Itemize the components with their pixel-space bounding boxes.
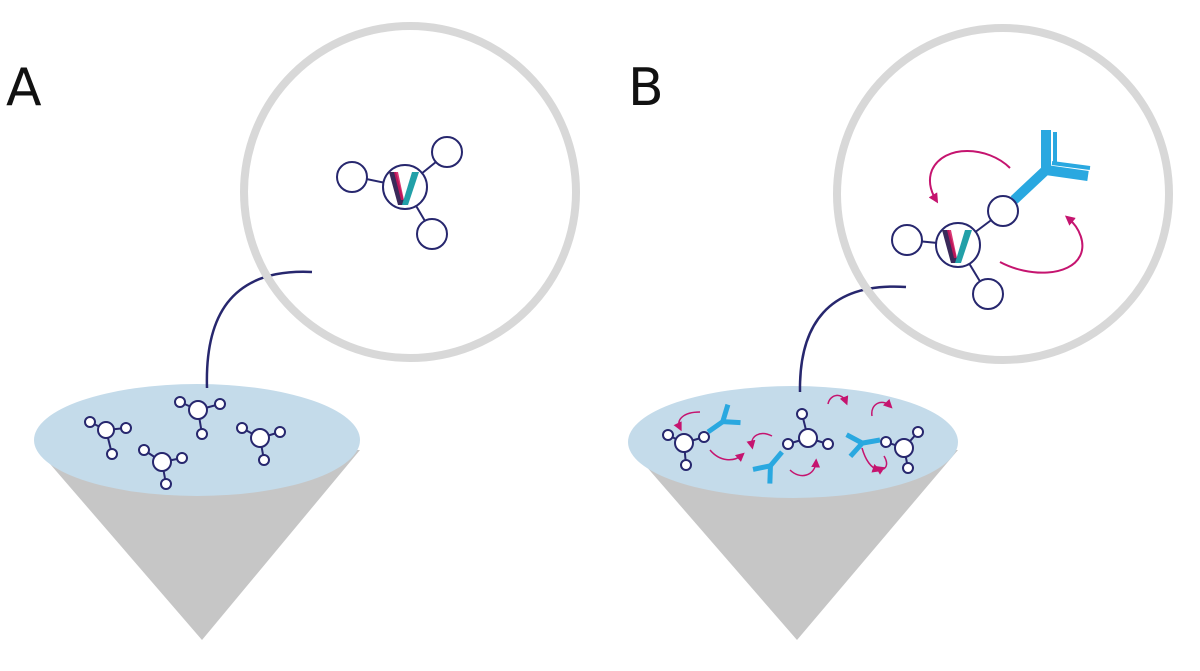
zoom-circle-icon [833, 24, 1173, 364]
logo-v-icon [942, 230, 972, 263]
molecule-icon [84, 416, 132, 460]
curved-arrow-icon [928, 150, 1011, 204]
zoom-circle-icon [240, 22, 580, 362]
curved-arrow-icon [746, 432, 773, 450]
surface-arrows [673, 394, 893, 477]
zoom-connector [798, 285, 907, 393]
zoom-connector [205, 270, 313, 389]
curved-arrow-icon [709, 449, 745, 462]
antibody-icon [845, 432, 881, 459]
antibody-icon [1010, 130, 1091, 204]
curved-arrow-icon [827, 394, 849, 406]
molecule-icon [336, 136, 463, 250]
molecule-icon [782, 408, 834, 450]
panel-a [34, 22, 580, 640]
curved-arrow-icon [871, 399, 893, 417]
antibody-icon [752, 450, 784, 484]
sample-surface [34, 384, 360, 496]
molecule-icon [138, 444, 188, 490]
molecule-icon [662, 429, 710, 471]
molecule-icon [880, 426, 924, 474]
panel-label-b: B [628, 58, 664, 118]
panel-b [628, 24, 1173, 640]
curved-arrow-icon [999, 215, 1084, 274]
antibody-icon [706, 403, 741, 435]
funnel-cone-icon [38, 450, 360, 640]
curved-arrow-icon [673, 411, 701, 432]
molecule-icon [236, 422, 286, 466]
panel-label-a: A [6, 58, 42, 118]
funnel-cone-icon [632, 450, 958, 640]
logo-v-icon [389, 172, 419, 205]
molecule-icon [174, 396, 226, 440]
curved-arrow-icon [789, 458, 821, 477]
molecule-icon [891, 195, 1019, 310]
curved-arrow-icon [875, 455, 888, 475]
